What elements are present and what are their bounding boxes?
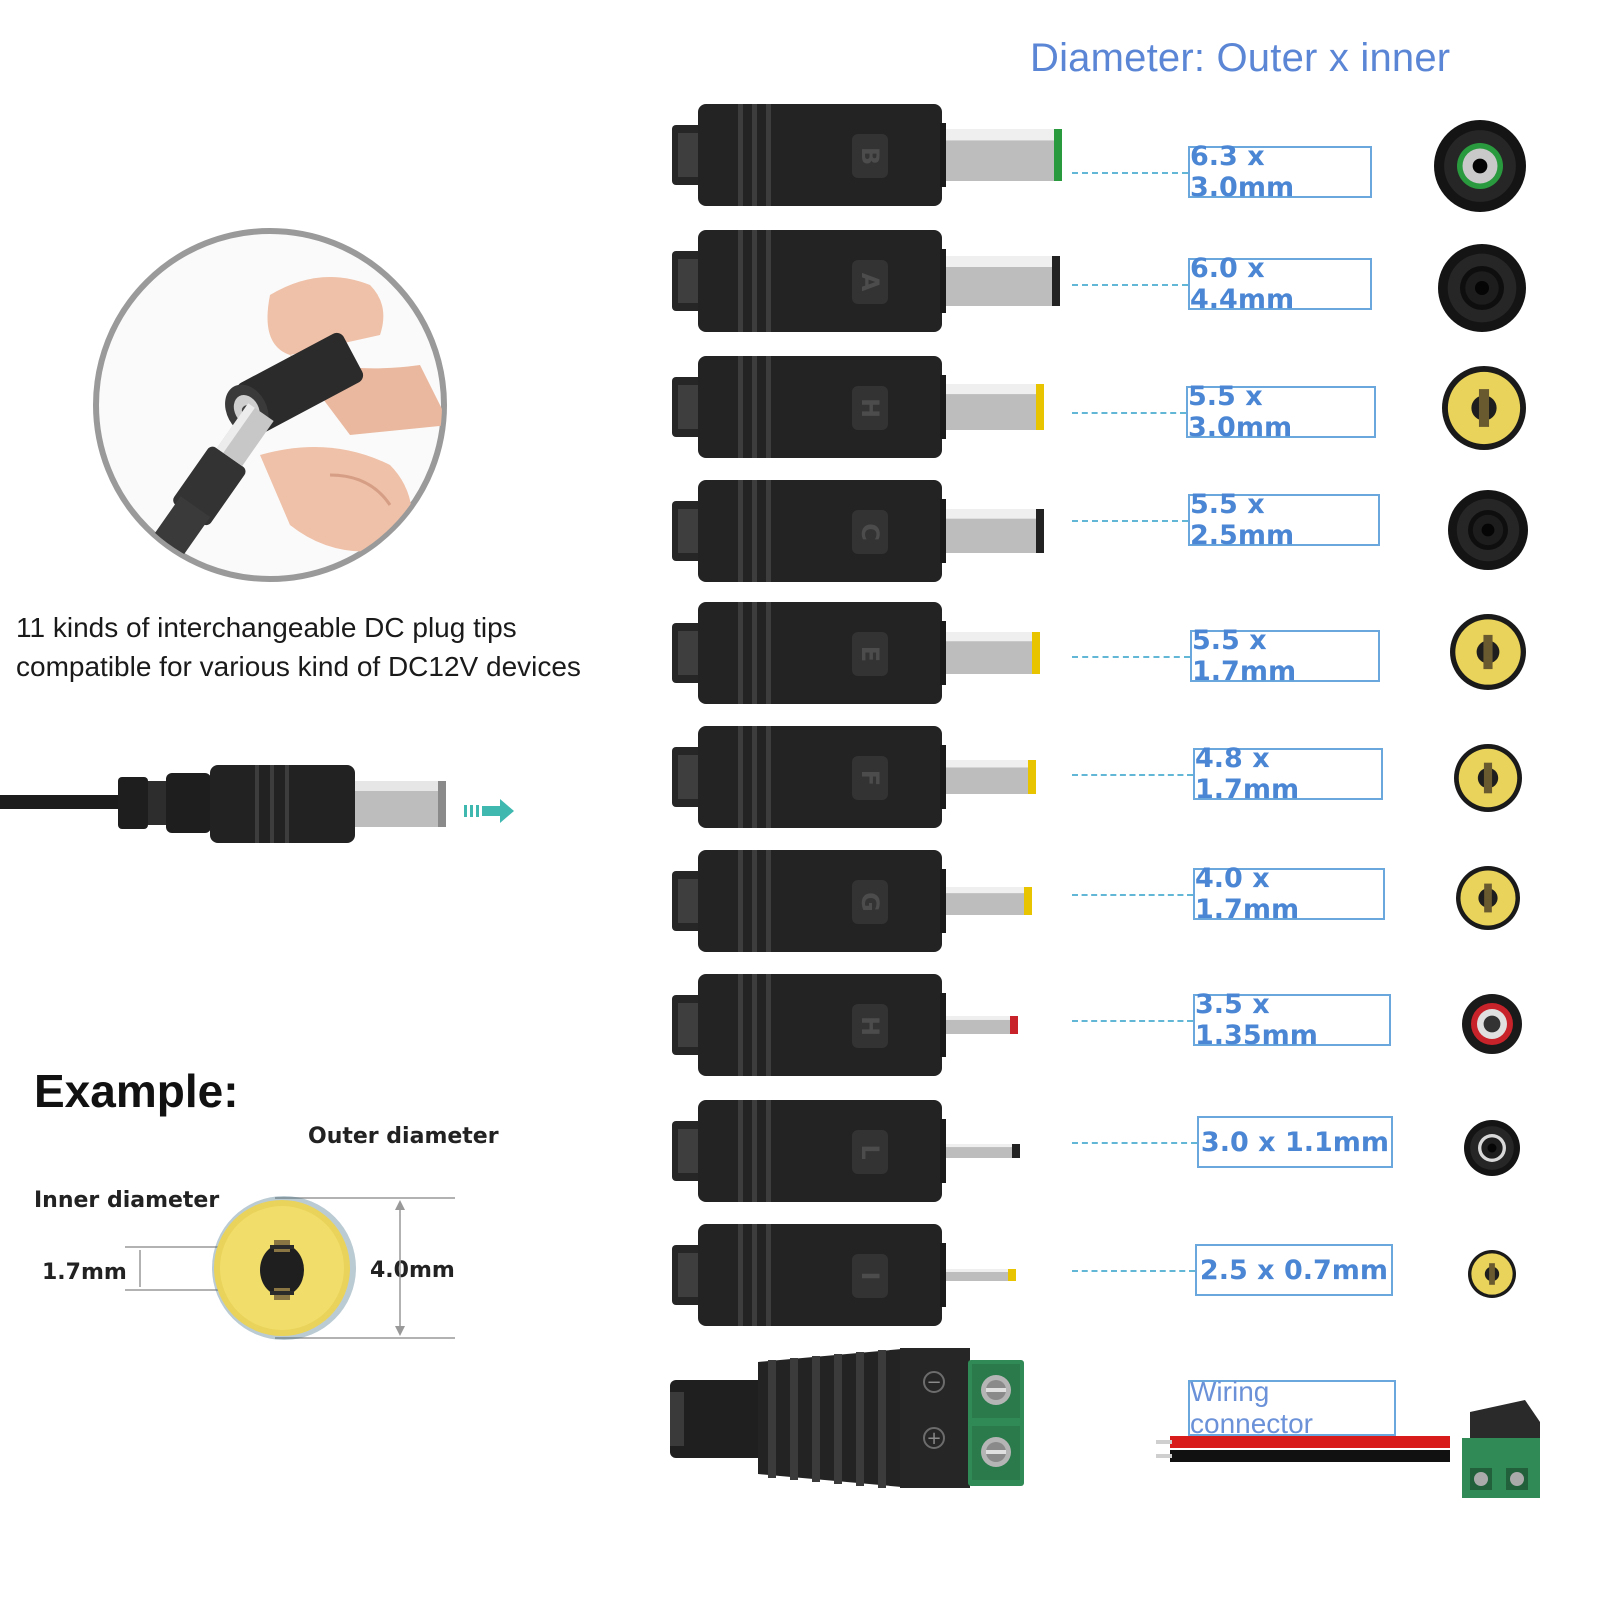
plug-tip: E [672, 598, 1072, 708]
inner-diameter-value: 1.7mm [42, 1260, 127, 1285]
size-label: 5.5 x 1.7mm [1190, 625, 1380, 687]
plug-end-view [1460, 1116, 1524, 1180]
outer-diameter-label: Outer diameter [308, 1124, 499, 1149]
tip-letter-badge: L [852, 1130, 888, 1174]
size-label: 5.5 x 2.5mm [1188, 489, 1380, 551]
wiring-connector-adapter: − + [668, 1342, 1028, 1492]
dashed-connector [1072, 656, 1190, 658]
description-line-1: 11 kinds of interchangeable DC plug tips [16, 612, 517, 643]
tip-letter-badge: C [852, 510, 888, 554]
size-label: 4.8 x 1.7mm [1193, 743, 1383, 805]
plug-tip: H [672, 970, 1072, 1080]
plug-tip: C [672, 476, 1072, 586]
plug-end-view [1430, 116, 1530, 216]
dashed-connector [1072, 520, 1188, 522]
page-title: Diameter: Outer x inner [1030, 36, 1451, 80]
plus-icon: + [926, 1428, 941, 1449]
dashed-connector [1072, 412, 1186, 414]
description-line-2: compatible for various kind of DC12V dev… [16, 651, 581, 682]
dashed-connector [1072, 1020, 1193, 1022]
size-label: 2.5 x 0.7mm [1195, 1244, 1393, 1296]
dashed-connector [1072, 774, 1193, 776]
dashed-connector [1072, 894, 1193, 896]
dashed-connector [1072, 284, 1188, 286]
dc-cable-plug [0, 755, 460, 855]
plug-tip: A [672, 226, 1072, 336]
dashed-connector [1072, 1142, 1197, 1144]
plug-end-view [1458, 990, 1526, 1058]
example-diagram [110, 1190, 470, 1350]
size-label: 6.3 x 3.0mm [1188, 141, 1372, 203]
size-label: 5.5 x 3.0mm [1186, 381, 1376, 443]
plug-end-view [1450, 740, 1526, 816]
minus-icon: − [926, 1372, 941, 1393]
tip-letter-badge: H [852, 1004, 888, 1048]
size-label: 4.0 x 1.7mm [1193, 863, 1385, 925]
plug-end-view [1452, 862, 1524, 934]
plug-end-view [1446, 610, 1530, 694]
plug-end-view [1444, 486, 1532, 574]
plug-tip: I [672, 1220, 1072, 1330]
size-label: 3.0 x 1.1mm [1197, 1116, 1393, 1168]
plug-end-view [1434, 240, 1530, 336]
dashed-connector [1072, 172, 1188, 174]
tip-letter-badge: I [852, 1254, 888, 1298]
size-label: 3.5 x 1.35mm [1193, 989, 1391, 1051]
inner-diameter-label: Inner diameter [34, 1188, 220, 1213]
tip-letter-badge: A [852, 260, 888, 304]
tip-letter-badge: E [852, 632, 888, 676]
dashed-connector [1072, 1270, 1195, 1272]
plug-tip: F [672, 722, 1072, 832]
plug-end-view [1464, 1246, 1520, 1302]
tip-letter-badge: G [852, 880, 888, 924]
tip-letter-badge: H [852, 386, 888, 430]
wiring-connector-label: Wiring connector [1188, 1376, 1396, 1439]
size-label: 6.0 x 4.4mm [1188, 253, 1372, 315]
plug-tip: G [672, 846, 1072, 956]
hand-plug-illustration [90, 225, 450, 585]
plug-tip: L [672, 1096, 1072, 1206]
plug-tip: H [672, 352, 1072, 462]
tip-letter-badge: F [852, 756, 888, 800]
arrow-right-icon [462, 796, 516, 826]
example-title: Example: [34, 1065, 239, 1117]
outer-diameter-value: 4.0mm [370, 1258, 455, 1283]
wiring-connector-photo [1150, 1392, 1545, 1502]
tip-letter-badge: B [852, 134, 888, 178]
plug-tip: B [672, 100, 1072, 210]
plug-end-view [1438, 362, 1530, 454]
